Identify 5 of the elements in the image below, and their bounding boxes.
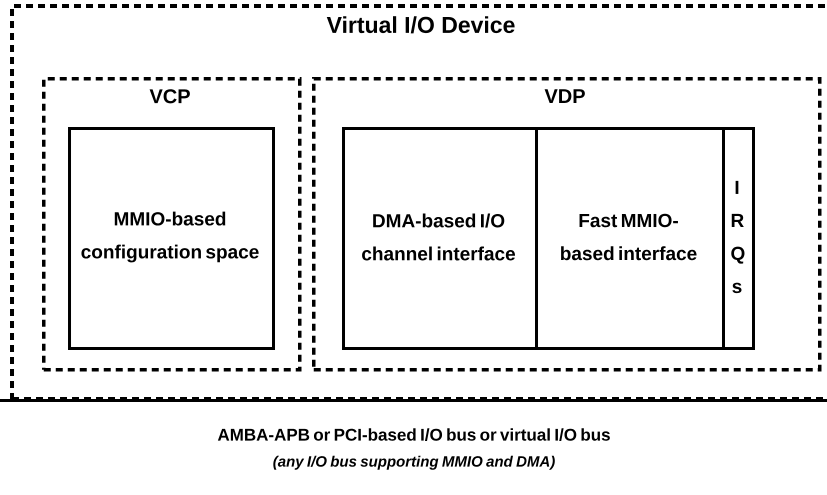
component-box: DMA-based I/O channel interface xyxy=(342,127,538,350)
component-box: AMBA-APB or PCI-based I/O bus or virtual I/O bus (any I/O bus supporting MMIO and DMA) xyxy=(0,399,827,495)
component-box: I R Q s xyxy=(722,127,755,350)
component-box: Fast MMIO-based interface xyxy=(535,127,725,350)
component-box: MMIO-based configuration space xyxy=(68,127,275,350)
